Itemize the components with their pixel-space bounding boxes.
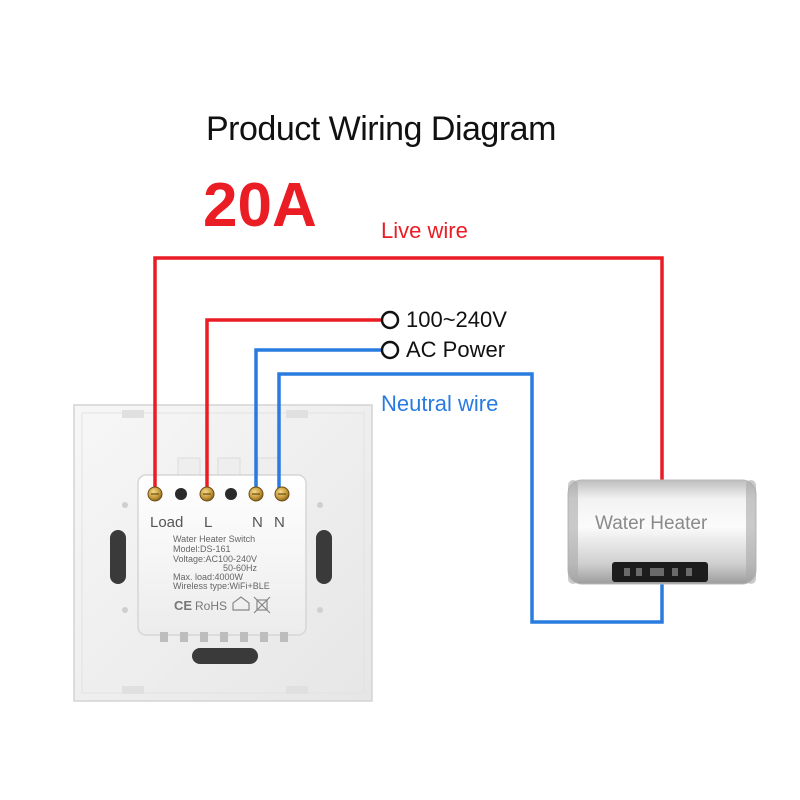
ac-power-label: AC Power (406, 337, 506, 362)
spec-wireless: Wireless type:WiFi+BLE (173, 581, 270, 591)
neutral-wire-label: Neutral wire (381, 391, 499, 416)
terminal-label-l: L (204, 514, 212, 531)
switch-panel (73, 404, 373, 702)
voltage-label: 100~240V (406, 307, 507, 332)
spec-max-load: Max. load:4000W (173, 572, 244, 582)
live-wire-supply (205, 318, 381, 494)
water-heater-label: Water Heater (595, 513, 708, 534)
spec-product-name: Water Heater Switch (173, 534, 255, 544)
terminal-screws (147, 486, 290, 502)
ce-mark: CE (174, 598, 192, 613)
terminal-label-load: Load (150, 514, 183, 531)
rohs-mark: RoHS (195, 599, 227, 613)
supply-terminal-live (380, 310, 400, 330)
live-wire-label: Live wire (381, 218, 468, 243)
terminal-label-n2: N (274, 514, 285, 531)
spec-voltage: Voltage:AC100-240V (173, 554, 257, 564)
water-heater (567, 479, 757, 585)
supply-terminal-neutral (380, 340, 400, 360)
weee-bin-icon (253, 596, 271, 614)
live-wire-load (153, 256, 664, 494)
terminal-block (175, 488, 237, 500)
spec-model: Model:DS-161 (173, 544, 231, 554)
terminal-label-n1: N (252, 514, 263, 531)
neutral-wire-load (277, 372, 664, 624)
neutral-wire-supply (254, 348, 381, 494)
current-rating: 20A (203, 171, 317, 240)
house-icon (232, 596, 250, 611)
switch-module (137, 457, 307, 642)
page-title: Product Wiring Diagram (206, 110, 556, 148)
spec-frequency: 50-60Hz (223, 563, 258, 573)
